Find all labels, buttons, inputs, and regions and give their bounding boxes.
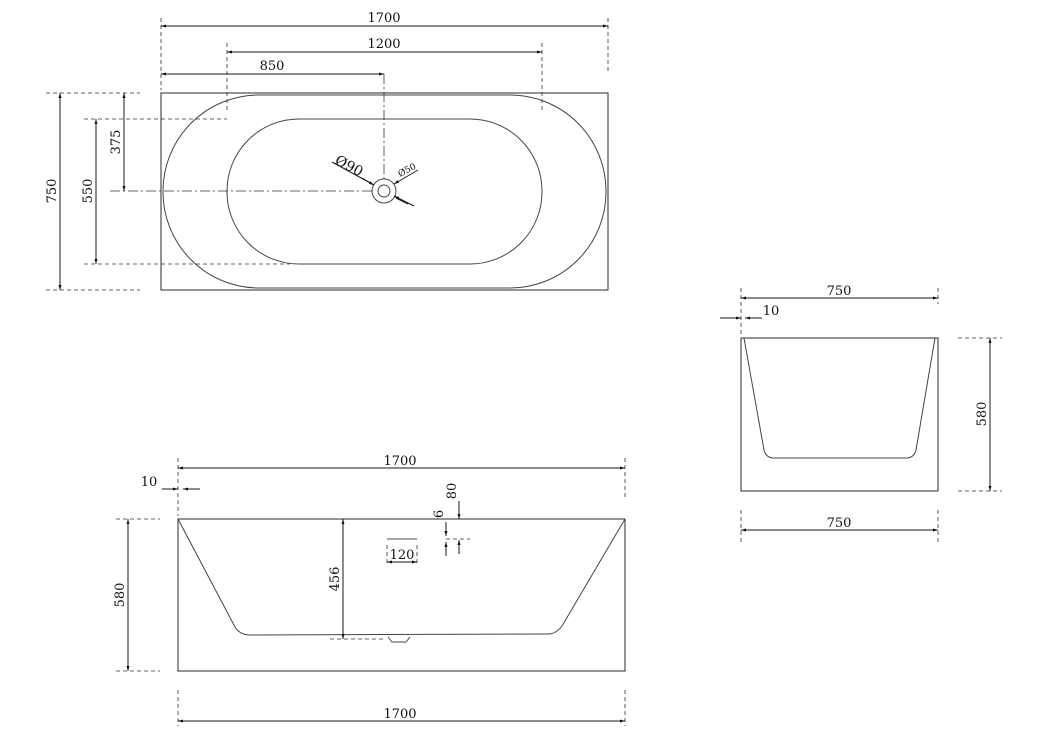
- top-view: 1700 1200 850 750 550 375 Ø90 Ø50: [45, 11, 609, 291]
- label-side-width-top: 750: [827, 284, 852, 299]
- side-view-outer-rectangle: [740, 337, 939, 492]
- side-view-basin-profile: [743, 337, 936, 459]
- front-view-basin-profile: [177, 518, 626, 636]
- label-overall-length: 1700: [367, 11, 400, 26]
- label-drain-offset: 850: [260, 59, 285, 74]
- top-view-rim-outline: [162, 94, 607, 289]
- label-front-length-bottom: 1700: [383, 707, 416, 722]
- front-view: 1700 1700 10 580 456 120 80 6: [113, 454, 626, 726]
- label-inner-width: 550: [81, 179, 96, 204]
- label-front-depth: 456: [328, 567, 343, 592]
- top-view-drain: [110, 74, 419, 207]
- label-drain-diameter: Ø50: [396, 161, 418, 180]
- label-overflow-height: 6: [432, 510, 447, 518]
- label-front-wall: 10: [141, 475, 158, 490]
- label-side-wall: 10: [763, 304, 780, 319]
- top-view-basin-outline: [226, 118, 543, 265]
- label-overall-width: 750: [45, 179, 60, 204]
- front-view-drain-fitting: [387, 636, 411, 643]
- label-overflow-diameter: Ø90: [332, 152, 365, 180]
- label-front-length-top: 1700: [383, 454, 416, 469]
- label-drain-from-edge: 375: [109, 130, 124, 155]
- top-view-outer-rectangle: [160, 92, 609, 291]
- side-view: 750 10 580 750: [720, 284, 1002, 542]
- label-side-width-bottom: 750: [827, 516, 852, 531]
- label-overflow-from-rim: 80: [445, 483, 460, 500]
- front-view-outer-rectangle: [177, 518, 626, 672]
- label-overflow-width: 120: [390, 548, 415, 563]
- label-inner-length: 1200: [367, 37, 400, 52]
- label-front-height: 580: [113, 583, 128, 608]
- label-side-height: 580: [975, 402, 990, 427]
